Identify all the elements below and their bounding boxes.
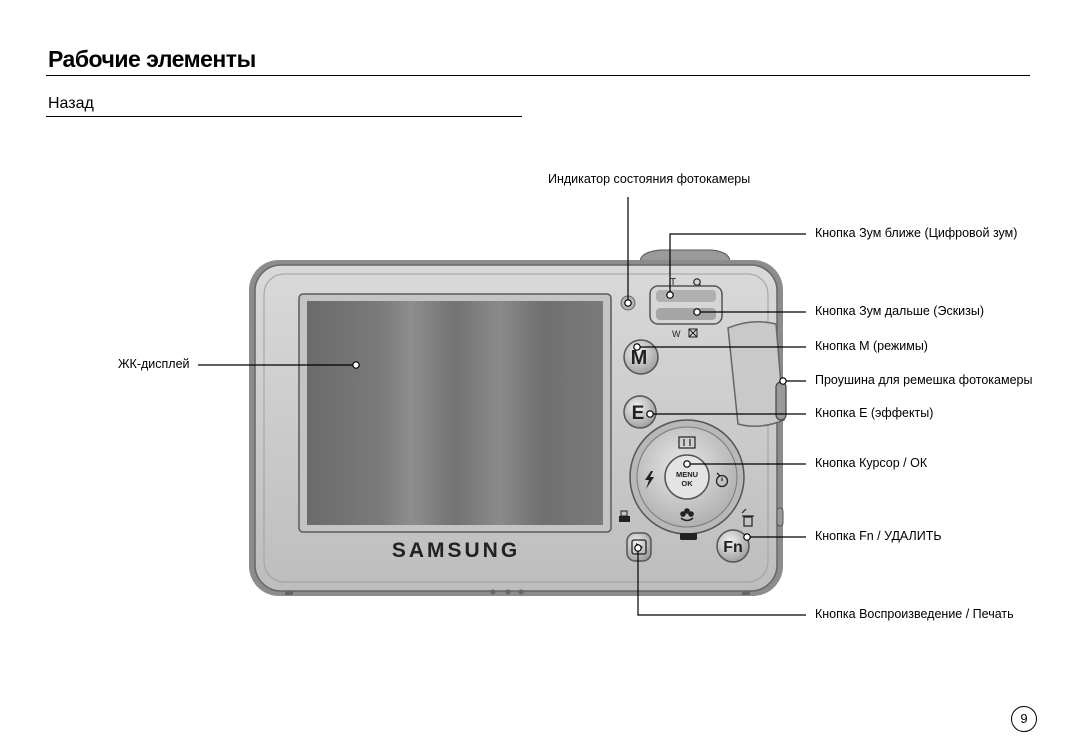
- camera-foot-left: [285, 591, 293, 595]
- thumbnail-grid-icon: [688, 328, 698, 338]
- subtitle-rule: [46, 116, 522, 117]
- camera-grip: [727, 321, 785, 427]
- title-rule: [46, 75, 1030, 76]
- camera-bottom-screw: [518, 589, 524, 595]
- callout-dot: [693, 308, 701, 316]
- macro-icon: [680, 508, 694, 522]
- label-zoom-in: Кнопка Зум ближе (Цифровой зум): [815, 226, 1018, 240]
- label-playback: Кнопка Воспроизведение / Печать: [815, 607, 1014, 621]
- callout-leaders: [198, 197, 806, 616]
- menu-ok-button[interactable]: [664, 454, 710, 500]
- label-strap-eyelet: Проушина для ремешка фотокамеры: [815, 373, 1033, 387]
- mode-button[interactable]: [623, 339, 659, 375]
- top-lever-housing: [639, 249, 731, 263]
- display-icon: [678, 436, 696, 449]
- effects-button[interactable]: [623, 395, 657, 429]
- brand-logo: SAMSUNG: [392, 539, 520, 562]
- zoom-tele-label: T: [670, 277, 676, 288]
- menu-ok-label-2: OK: [681, 479, 693, 488]
- camera-body-inner-edge: [263, 273, 769, 583]
- lcd-screen: [307, 301, 603, 525]
- zoom-wide-label: W: [672, 329, 681, 339]
- callout-dot: [646, 410, 654, 418]
- label-lcd: ЖК-дисплей: [118, 357, 190, 371]
- section-subtitle: Назад: [48, 95, 94, 112]
- leader-playback: [637, 548, 806, 616]
- effects-button-label: E: [632, 403, 645, 424]
- callout-dot: [666, 291, 674, 299]
- camera-bottom-screw: [505, 589, 511, 595]
- zoom-rocker-tele-half[interactable]: [656, 290, 716, 302]
- callout-dot: [633, 343, 641, 351]
- label-zoom-out: Кнопка Зум дальше (Эскизы): [815, 304, 985, 318]
- callout-dots: [352, 291, 787, 552]
- label-cursor-ok: Кнопка Курсор / ОК: [815, 456, 928, 470]
- leader-zoom-in: [669, 233, 806, 295]
- label-mode-button: Кнопка М (режимы): [815, 339, 928, 353]
- menu-ok-label-1: MENU: [676, 470, 698, 479]
- callout-dot: [352, 361, 360, 369]
- mode-button-label: M: [631, 347, 648, 369]
- camera-bottom-screw: [490, 589, 496, 595]
- trash-icon: [741, 508, 754, 527]
- zoom-rocker-wide-half[interactable]: [656, 308, 716, 320]
- fn-button-label: Fn: [723, 539, 743, 556]
- print-icon: [619, 510, 630, 522]
- label-status-indicator: Индикатор состояния фотокамеры: [548, 172, 751, 186]
- callout-dot: [743, 533, 751, 541]
- callout-dot: [779, 377, 787, 385]
- page-number: 9: [1011, 706, 1037, 732]
- camera-foot-right: [742, 591, 750, 595]
- callout-dot: [634, 544, 642, 552]
- self-timer-icon: [715, 472, 729, 488]
- page-title: Рабочие элементы: [48, 46, 256, 72]
- fn-delete-button[interactable]: [716, 529, 750, 563]
- callout-dot: [683, 460, 691, 468]
- callout-dot: [624, 299, 632, 307]
- label-fn-delete: Кнопка Fn / УДАЛИТЬ: [815, 529, 942, 543]
- flash-icon: [645, 471, 654, 489]
- side-port: [776, 507, 784, 527]
- label-effects-button: Кнопка Е (эффекты): [815, 406, 934, 420]
- play-pause-icon: [680, 533, 697, 540]
